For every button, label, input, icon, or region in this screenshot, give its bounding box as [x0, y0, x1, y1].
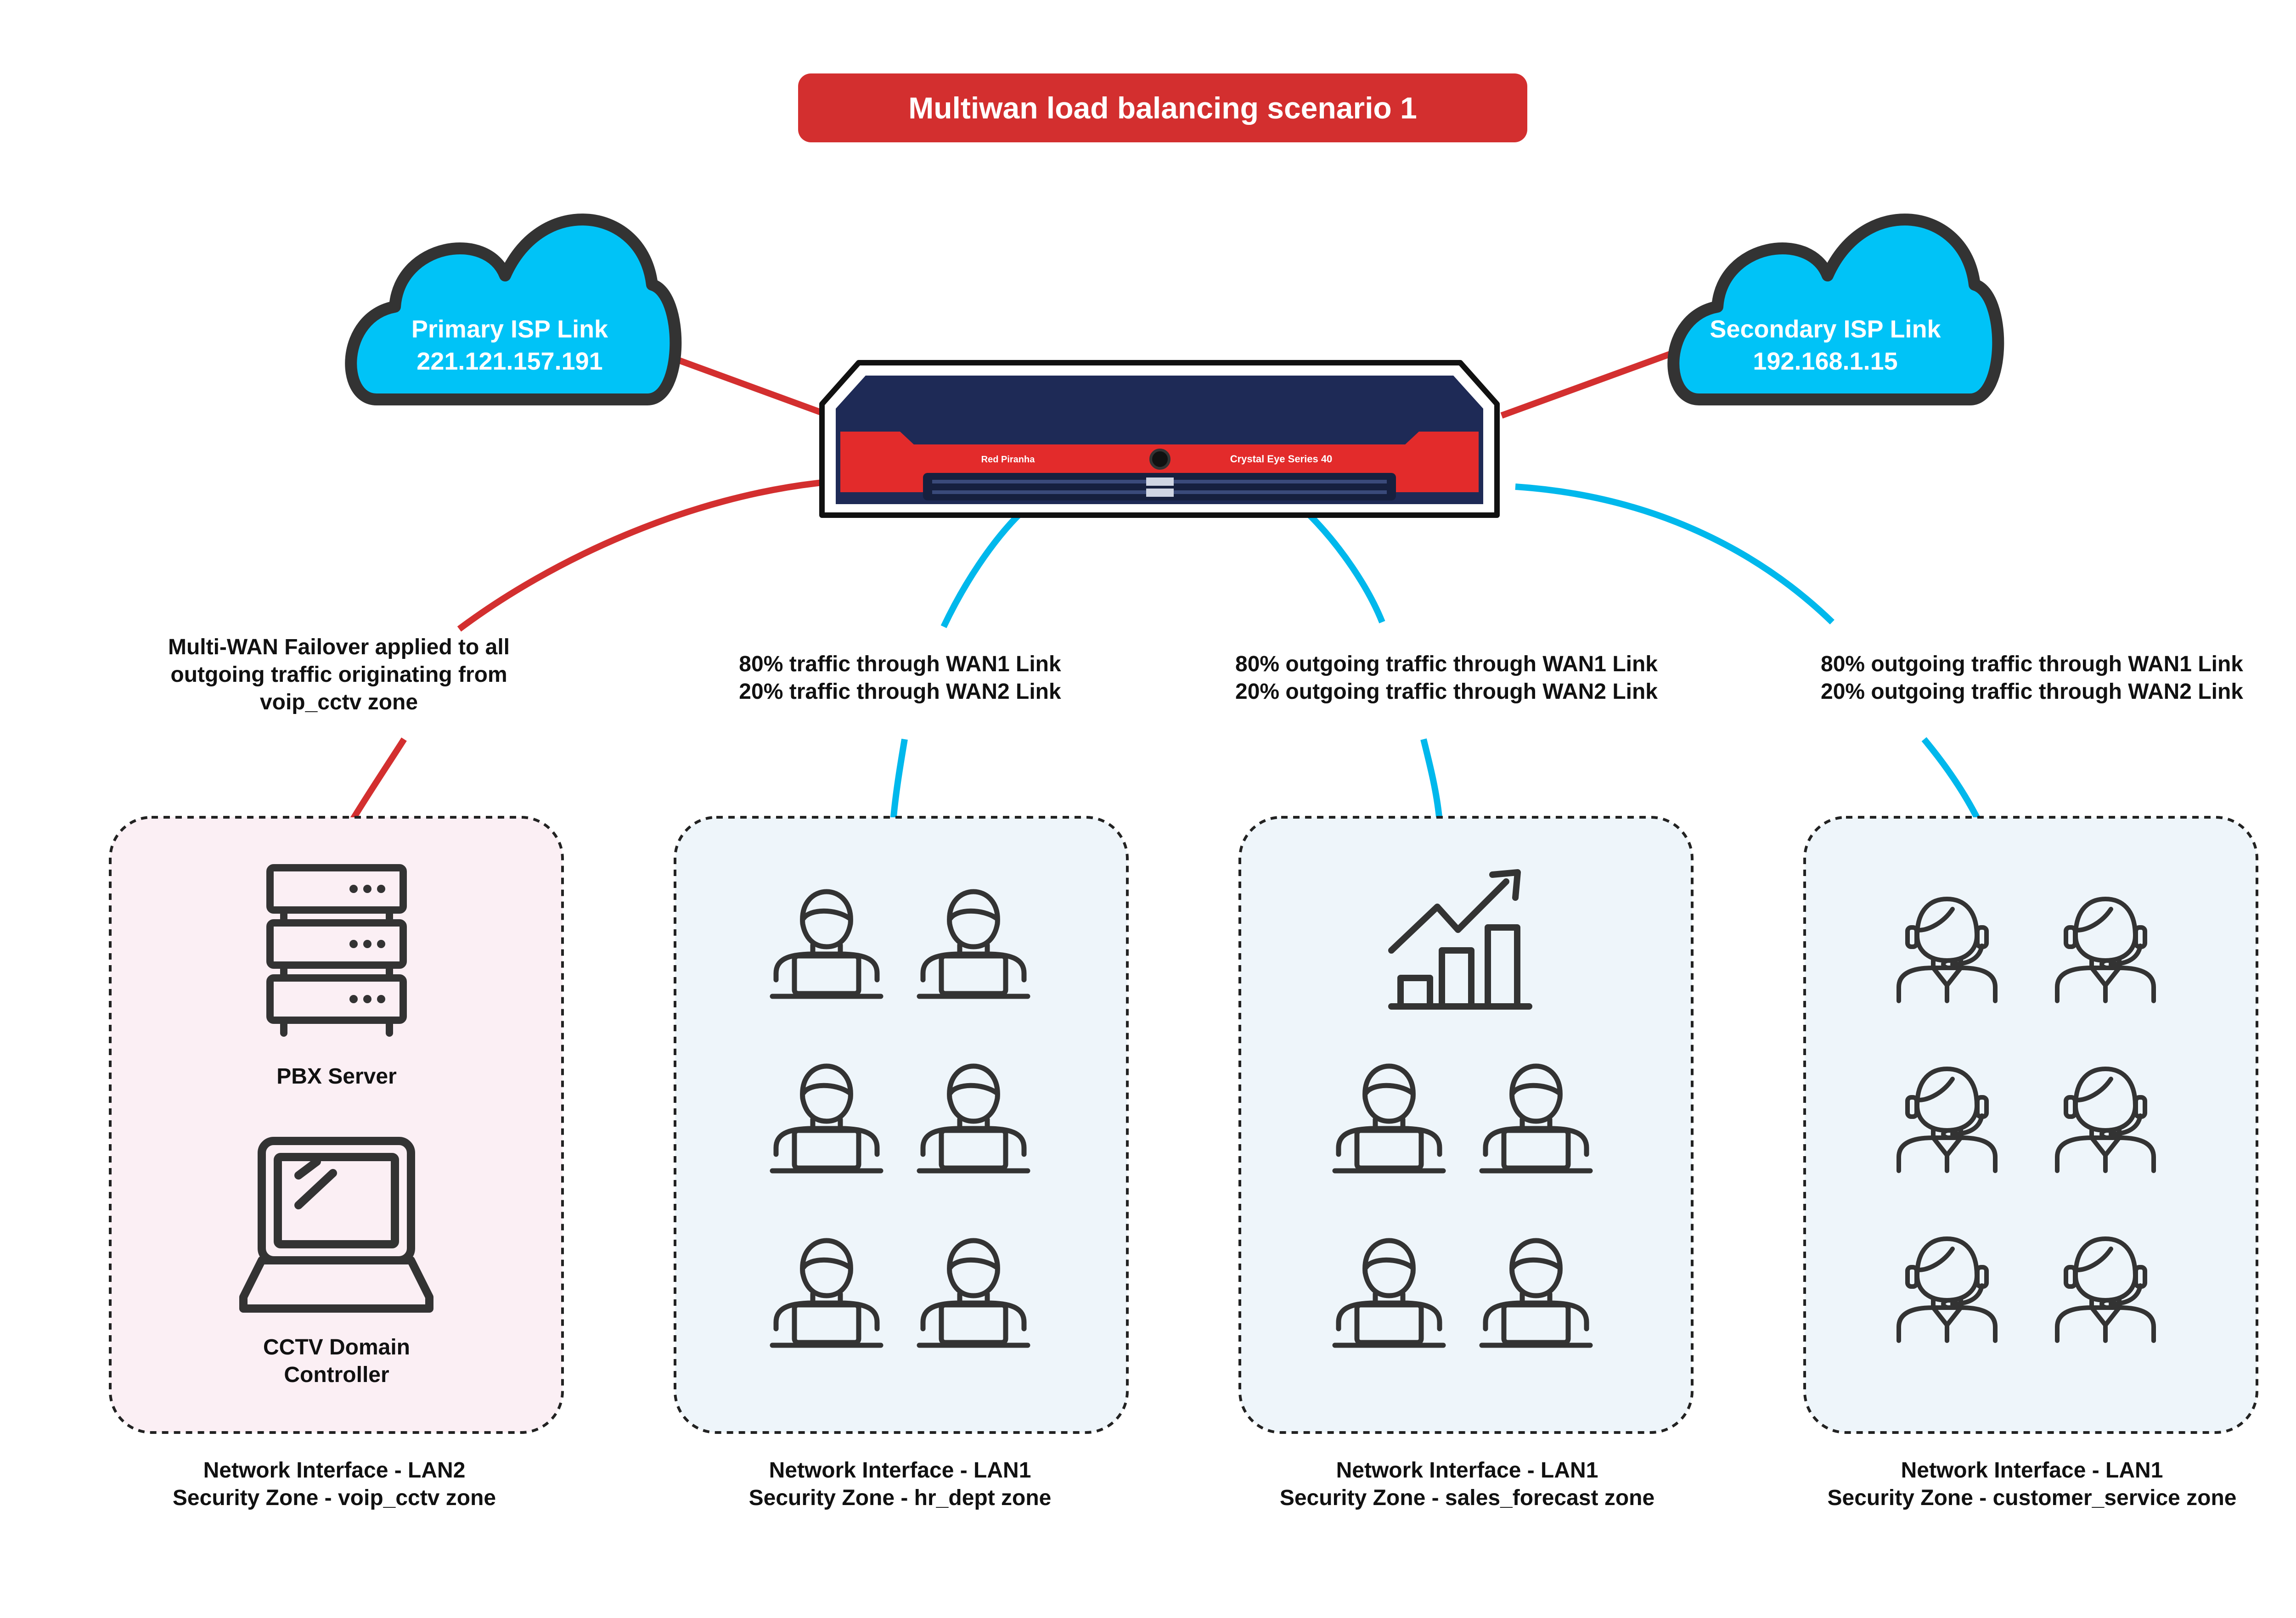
zone-hr-interface: Network Interface - LAN1 — [769, 1458, 1031, 1483]
zone-voip-cctv-interface: Network Interface - LAN2 — [203, 1458, 466, 1483]
secondary-link-line — [1500, 350, 1673, 419]
annotation-cs-line1: 80% outgoing traffic through WAN1 Link — [1821, 652, 2243, 676]
link-voip-cctv-lower — [348, 737, 407, 824]
growth-chart-icon — [1388, 869, 1532, 1010]
server-rack-icon — [266, 864, 407, 1037]
primary-isp-cloud: Primary ISP Link 221.121.157.191 — [345, 213, 682, 405]
annotation-voip-cctv-line3: voip_cctv zone — [260, 690, 418, 714]
page-title: Multiwan load balancing scenario 1 — [908, 91, 1417, 125]
cctv-label-line1: CCTV Domain — [263, 1335, 410, 1360]
zone-box-hr-dept — [674, 816, 1129, 1434]
link-sales-upper — [1306, 512, 1385, 624]
pbx-server-label: PBX Server — [276, 1064, 397, 1089]
zone-box-voip-cctv — [109, 816, 564, 1434]
annotation-hr-line2: 20% traffic through WAN2 Link — [739, 680, 1061, 704]
power-button-icon — [1149, 449, 1171, 470]
annotation-hr-line1: 80% traffic through WAN1 Link — [739, 652, 1061, 676]
link-voip-cctv-upper — [457, 479, 827, 632]
secondary-isp-cloud: Secondary ISP Link 192.168.1.15 — [1667, 213, 2004, 405]
crystal-eye-appliance: Red Piranha Crystal Eye Series 40 — [819, 360, 1500, 518]
secondary-isp-label: Secondary ISP Link — [1710, 315, 1941, 343]
title-banner: Multiwan load balancing scenario 1 — [798, 73, 1527, 142]
annotation-voip-cctv-line1: Multi-WAN Failover applied to all — [168, 635, 510, 659]
link-cs-upper — [1515, 483, 1835, 625]
link-hr-upper — [940, 512, 1022, 628]
annotation-cs-line2: 20% outgoing traffic through WAN2 Link — [1821, 680, 2243, 704]
zone-box-sales-forecast — [1238, 816, 1694, 1434]
zone-cs-interface: Network Interface - LAN1 — [1901, 1458, 2163, 1483]
device-brand: Red Piranha — [981, 455, 1035, 465]
link-hr-lower — [890, 738, 908, 822]
annotation-voip-cctv-line2: outgoing traffic originating from — [170, 663, 507, 687]
usb-port-icon — [1146, 478, 1174, 486]
primary-isp-ip: 221.121.157.191 — [416, 348, 602, 375]
primary-isp-label: Primary ISP Link — [411, 315, 608, 343]
zone-cs-security: Security Zone - customer_service zone — [1828, 1486, 2237, 1510]
annotation-sales-line2: 20% outgoing traffic through WAN2 Link — [1235, 680, 1658, 704]
cloud-icon — [345, 213, 682, 405]
secondary-isp-ip: 192.168.1.15 — [1753, 348, 1897, 375]
zone-box-customer-service — [1803, 816, 2258, 1434]
cctv-label-line2: Controller — [284, 1363, 389, 1387]
laptop-icon — [239, 1137, 433, 1313]
zone-voip-cctv-security: Security Zone - voip_cctv zone — [173, 1486, 496, 1510]
usb-port-icon — [1146, 489, 1174, 497]
link-cs-lower — [1921, 737, 1982, 824]
cloud-icon — [1667, 213, 2004, 405]
device-model: Crystal Eye Series 40 — [1230, 453, 1333, 465]
annotation-sales-line1: 80% outgoing traffic through WAN1 Link — [1235, 652, 1658, 676]
zone-sales-security: Security Zone - sales_forecast zone — [1280, 1486, 1654, 1510]
zone-sales-interface: Network Interface - LAN1 — [1336, 1458, 1598, 1483]
primary-link-line — [655, 349, 835, 420]
connection-lines — [348, 349, 1982, 824]
zone-hr-security: Security Zone - hr_dept zone — [749, 1486, 1052, 1510]
link-sales-lower — [1420, 738, 1443, 822]
